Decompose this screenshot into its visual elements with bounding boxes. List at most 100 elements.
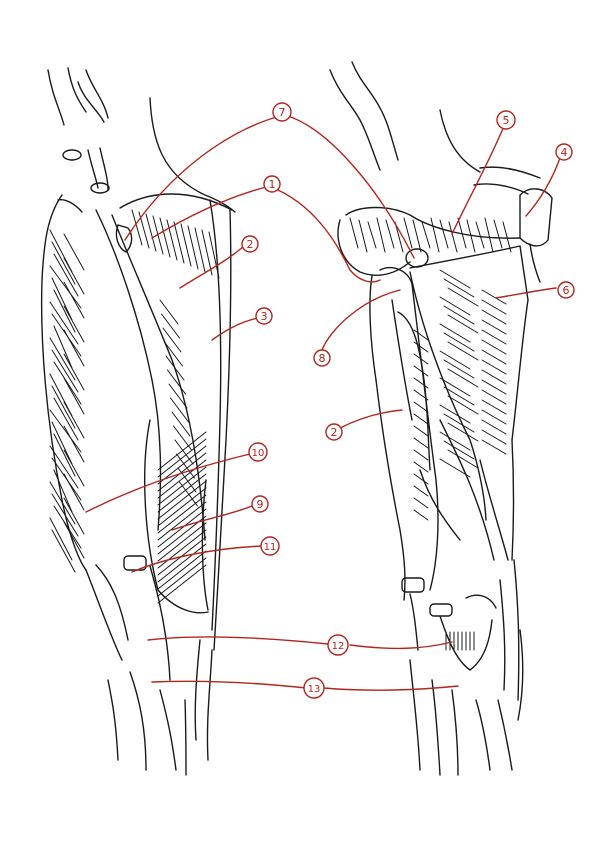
medial-contour — [209, 199, 222, 631]
muscle-fiber-stroke — [63, 281, 85, 319]
label-10: 10 — [248, 442, 268, 462]
label-10-text: 10 — [252, 448, 265, 459]
muscle-fiber-stroke — [443, 386, 475, 406]
muscle-fiber-stroke — [413, 437, 429, 449]
iliac-crest — [479, 166, 541, 179]
number-labels: 7 1 2 3 5 4 6 8 2 10 9 11 12 13 — [241, 102, 575, 699]
muscle-fiber-stroke — [443, 332, 475, 352]
muscle-fiber-stroke — [165, 355, 185, 381]
medial-contour — [213, 209, 232, 651]
cut-tendon-knee — [123, 555, 147, 571]
muscle-fiber-stroke — [170, 397, 189, 423]
muscle-fiber-stroke — [481, 399, 507, 415]
calf-contour — [475, 699, 491, 771]
knee-contour — [85, 569, 123, 661]
muscle-fiber-stroke — [349, 217, 359, 249]
knee-contour — [517, 629, 524, 721]
label-4: 4 — [555, 143, 573, 161]
lateral-contour — [40, 194, 87, 571]
muscle-fiber-stroke — [51, 277, 73, 321]
muscle-fiber-stroke — [413, 365, 429, 377]
calf-contour — [409, 659, 421, 771]
muscle-fiber-stroke — [157, 564, 207, 604]
muscle-fiber-stroke — [447, 341, 479, 361]
label-8: 8 — [313, 349, 331, 367]
muscle-fiber-stroke — [413, 461, 429, 473]
muscle-fiber-stroke — [439, 350, 471, 370]
calf-contour — [129, 671, 147, 771]
muscle-fiber-stroke — [63, 521, 85, 559]
muscle-fiber-stroke — [157, 529, 207, 569]
femur-detail — [397, 311, 431, 471]
muscle-fiber-stroke — [51, 241, 76, 285]
muscle-fiber-stroke — [443, 305, 475, 325]
muscle-fiber-stroke — [413, 353, 429, 365]
muscle-fiber-stroke — [481, 289, 507, 305]
patella-contour — [439, 615, 493, 671]
label-13-text: 13 — [308, 684, 321, 695]
muscle-fiber-stroke — [53, 469, 73, 513]
muscle-fiber-stroke — [481, 409, 507, 425]
leader-2b — [339, 409, 403, 429]
muscle-fiber-stroke — [358, 219, 368, 253]
pelvis-line — [67, 67, 87, 113]
muscle-fiber-stroke — [413, 485, 429, 497]
leader-7-left — [124, 115, 281, 241]
leader-8 — [321, 289, 401, 351]
muscle-fiber-stroke — [63, 305, 85, 343]
muscle-fiber-stroke — [173, 425, 192, 451]
femur-contour — [379, 266, 439, 591]
cut-tendon — [62, 149, 82, 161]
label-2a: 2 — [241, 235, 259, 253]
muscle-fiber-stroke — [157, 480, 207, 520]
contour — [57, 198, 83, 213]
label-2a-text: 2 — [247, 238, 254, 251]
muscle-fiber-stroke — [51, 493, 79, 537]
muscle-fiber-stroke — [51, 349, 79, 393]
muscle-fiber-stroke — [162, 327, 182, 353]
leader-10 — [85, 453, 251, 513]
muscle-fiber-stroke — [481, 339, 507, 355]
label-12: 12 — [327, 634, 349, 656]
muscle-border — [95, 209, 162, 531]
muscle-fiber-stroke — [475, 221, 485, 249]
muscle-fiber-stroke — [177, 467, 197, 493]
sacrum-line — [351, 61, 399, 161]
knee-contour — [513, 559, 520, 701]
label-7-text: 7 — [279, 106, 286, 119]
leader-3 — [211, 317, 259, 341]
muscle-fiber-stroke — [49, 337, 76, 381]
muscle-fiber-stroke — [484, 217, 494, 253]
muscle-fiber-stroke — [63, 329, 85, 367]
muscle-fiber-stroke — [413, 425, 429, 437]
muscle-fiber-stroke — [447, 395, 479, 415]
muscle-fiber-stroke — [481, 319, 507, 335]
tendon-line — [99, 147, 109, 191]
muscle-fiber-stroke — [51, 385, 76, 429]
muscle-fiber-stroke — [157, 494, 207, 534]
muscle-fiber-stroke — [443, 278, 475, 298]
leader-13-left — [151, 680, 307, 689]
muscle-fiber-stroke — [376, 217, 386, 253]
muscle-fiber-stroke — [53, 433, 76, 477]
leader-11 — [131, 545, 263, 573]
iliac-crest — [439, 109, 481, 173]
muscle-fiber-stroke — [180, 223, 192, 267]
muscle-fiber-stroke — [413, 509, 429, 521]
muscle-fiber-stroke — [51, 421, 73, 465]
muscle-fiber-stroke — [447, 314, 479, 334]
gluteal-bottom — [337, 219, 411, 276]
muscle-fiber-stroke — [157, 438, 207, 478]
muscle-fiber-stroke — [49, 445, 79, 489]
label-5: 5 — [496, 110, 516, 130]
leader-7-right — [287, 115, 415, 259]
muscle-fiber-stroke — [49, 265, 82, 309]
muscle-fiber-stroke — [49, 301, 79, 345]
muscle-fiber-stroke — [53, 361, 82, 405]
muscle-fiber-stroke — [481, 359, 507, 375]
muscle-fiber-stroke — [481, 349, 507, 365]
muscle-fiber-stroke — [63, 233, 85, 271]
muscle-fiber-stroke — [63, 425, 85, 463]
muscle-fiber-stroke — [157, 557, 207, 597]
